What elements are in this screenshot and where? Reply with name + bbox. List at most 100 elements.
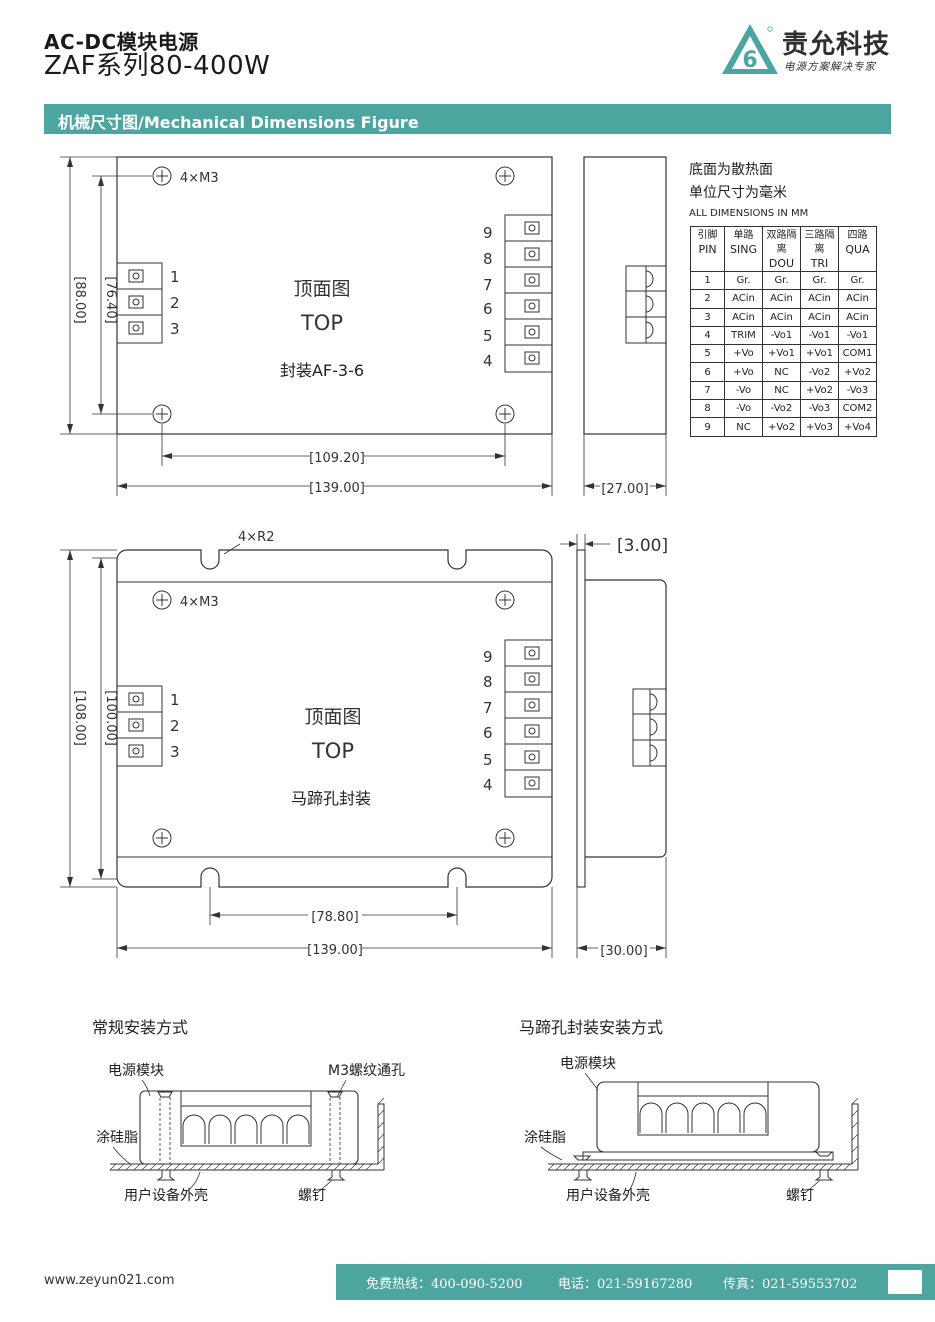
view-label-cn: 顶面图 bbox=[304, 706, 361, 728]
table-cell: -Vo2 bbox=[800, 362, 839, 382]
dimension-label: [139.00] bbox=[309, 481, 365, 496]
package-label: 马蹄孔封装 bbox=[291, 789, 371, 808]
mount1-title: 常规安装方式 bbox=[92, 1018, 188, 1037]
pin-number: 5 bbox=[483, 327, 493, 345]
output-terminal-block bbox=[504, 214, 553, 373]
mount2-title: 马蹄孔封装安装方式 bbox=[519, 1018, 663, 1037]
series-title: ZAF系列80-400W bbox=[44, 51, 271, 81]
table-cell: NC bbox=[762, 362, 801, 382]
dimension-label: [108.00] bbox=[72, 690, 87, 746]
table-cell: +Vo2 bbox=[838, 362, 877, 382]
pin-number: 8 bbox=[483, 250, 493, 268]
note-units-en: ALL DIMENSIONS IN MM bbox=[689, 208, 808, 219]
company-logo-icon: 6 bbox=[722, 24, 778, 74]
table-cell: -Vo1 bbox=[800, 325, 839, 346]
pin-number: 2 bbox=[170, 717, 180, 735]
table-cell: ACin bbox=[800, 307, 839, 327]
table-cell: 5 bbox=[690, 344, 725, 364]
table-cell: ACin bbox=[762, 307, 801, 327]
table-cell: +Vo1 bbox=[762, 344, 801, 364]
dimension-label: [30.00] bbox=[600, 944, 647, 959]
label-screw: 螺钉 bbox=[786, 1188, 814, 1204]
dimension-label: [27.00] bbox=[601, 482, 648, 497]
brand-slogan: 电源方案解决专家 bbox=[784, 61, 876, 73]
mount-screw-icon bbox=[495, 828, 515, 848]
figure1-top-view: 4×M3 1 2 3 9 8 7 6 5 4 bbox=[60, 156, 553, 496]
mount-screw-icon bbox=[495, 590, 515, 610]
table-cell: Gr. bbox=[800, 270, 839, 291]
mount1-diagram: 常规安装方式 电源模块 M3螺纹通孔 涂硅脂 用户设备外壳 螺钉 bbox=[92, 1018, 405, 1204]
table-cell: -Vo3 bbox=[838, 380, 877, 401]
pin-number: 2 bbox=[170, 294, 180, 312]
table-cell: +Vo2 bbox=[800, 380, 839, 401]
view-label-en: TOP bbox=[311, 739, 354, 763]
table-cell: -Vo2 bbox=[762, 399, 801, 419]
dimension-label: [76.40] bbox=[103, 276, 118, 323]
logo-mark: 6 bbox=[742, 48, 757, 73]
pin-number: 4 bbox=[483, 776, 493, 794]
dimension-label: [3.00] bbox=[617, 536, 668, 556]
mount-screw-icon bbox=[495, 404, 515, 424]
table-cell: ACin bbox=[724, 307, 763, 327]
pin-number: 1 bbox=[170, 268, 180, 286]
table-cell: NC bbox=[724, 417, 763, 437]
mount-screw-icon bbox=[152, 590, 172, 610]
table-cell: Gr. bbox=[724, 270, 763, 291]
section-title: 机械尺寸图/Mechanical Dimensions Figure bbox=[58, 113, 419, 132]
table-cell: -Vo3 bbox=[800, 399, 839, 419]
pin-number: 5 bbox=[483, 751, 493, 769]
screw-label: 4×M3 bbox=[180, 171, 219, 186]
table-cell: COM2 bbox=[838, 399, 877, 419]
table-cell: 9 bbox=[690, 417, 725, 437]
table-cell: Gr. bbox=[838, 270, 877, 291]
pin-number: 9 bbox=[483, 648, 493, 666]
section-header: 机械尺寸图/Mechanical Dimensions Figure bbox=[44, 104, 891, 134]
table-cell: TRIM bbox=[724, 325, 763, 346]
table-cell: 8 bbox=[690, 399, 725, 419]
label-grease: 涂硅脂 bbox=[96, 1130, 138, 1146]
pin-number: 8 bbox=[483, 673, 493, 691]
dimension-label: [100.00] bbox=[103, 690, 118, 746]
dimension-label: [88.00] bbox=[72, 276, 87, 323]
label-shell: 用户设备外壳 bbox=[124, 1187, 208, 1204]
pin-number: 1 bbox=[170, 691, 180, 709]
page-marker bbox=[888, 1270, 922, 1294]
table-cell: +Vo4 bbox=[838, 417, 877, 437]
figure1-side-view: [27.00] bbox=[583, 156, 667, 497]
table-cell: +Vo3 bbox=[800, 417, 839, 437]
pin-number: 7 bbox=[483, 276, 493, 294]
table-cell: Gr. bbox=[762, 270, 801, 291]
website-link[interactable]: www.zeyun021.com bbox=[44, 1273, 175, 1288]
dimension-label: [109.20] bbox=[309, 451, 365, 466]
table-cell: ACin bbox=[762, 289, 801, 309]
pin-number: 4 bbox=[483, 352, 493, 370]
table-cell: -Vo1 bbox=[762, 325, 801, 346]
label-module: 电源模块 bbox=[108, 1063, 164, 1079]
table-cell: NC bbox=[762, 380, 801, 401]
contact-band: 免费热线：400-090-5200 电话：021-59167280 传真：021… bbox=[336, 1264, 935, 1300]
table-cell: ACin bbox=[838, 289, 877, 309]
note-units-cn: 单位尺寸为毫米 bbox=[689, 184, 787, 201]
table-cell: ACin bbox=[724, 289, 763, 309]
dimension-label: [139.00] bbox=[307, 943, 363, 958]
mount-screw-icon bbox=[495, 166, 515, 186]
table-cell: -Vo bbox=[724, 380, 763, 401]
table-cell: -Vo1 bbox=[838, 325, 877, 346]
input-terminal-block bbox=[116, 685, 163, 767]
fax-text: 传真：021-59553702 bbox=[723, 1277, 858, 1292]
brand-name: 责允科技 bbox=[782, 30, 891, 60]
output-terminal-block bbox=[504, 639, 553, 798]
view-label-en: TOP bbox=[300, 311, 343, 335]
hotline-text: 免费热线：400-090-5200 bbox=[366, 1277, 523, 1292]
